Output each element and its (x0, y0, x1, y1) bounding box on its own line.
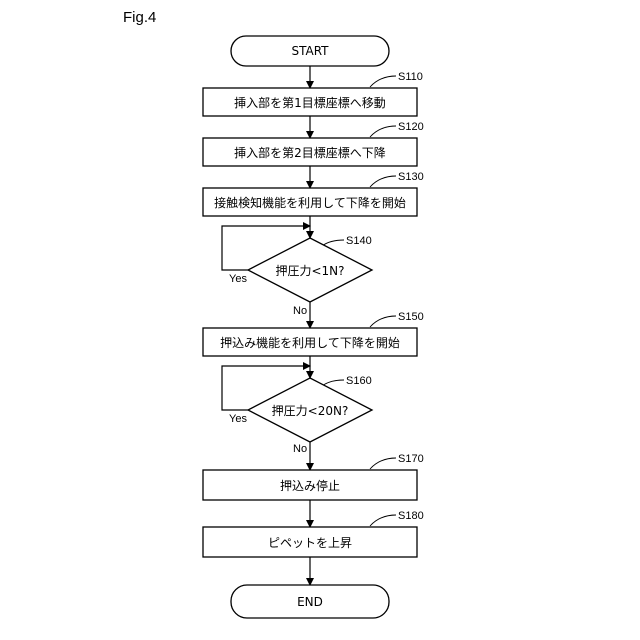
s150-text: 押込み機能を利用して下降を開始 (220, 335, 400, 350)
s170-step-label: S170 (398, 453, 424, 465)
figure-label: Fig.4 (123, 9, 156, 26)
s170-text: 押込み停止 (280, 478, 340, 493)
s150-leader (370, 316, 396, 327)
s130-text: 接触検知機能を利用して下降を開始 (214, 195, 406, 210)
s150-step-label: S150 (398, 311, 424, 323)
s160-no-label: No (293, 443, 307, 455)
s180-text: ピペットを上昇 (268, 536, 352, 550)
s110-step-label: S110 (398, 71, 423, 83)
s140-step-label: S140 (346, 235, 372, 247)
s140-text: 押圧力<1N? (275, 264, 344, 278)
s140-leader (322, 240, 344, 246)
s140-no-label: No (293, 305, 307, 317)
s160-yes-label: Yes (229, 413, 247, 425)
s160-step-label: S160 (346, 375, 372, 387)
s160-text: 押圧力<20N? (272, 404, 349, 418)
s110-text: 挿入部を第1目標座標へ移動 (234, 95, 386, 110)
s130-leader (370, 176, 396, 187)
s110-leader (370, 76, 396, 87)
s120-step-label: S120 (398, 121, 424, 133)
s140-yes-label: Yes (229, 273, 247, 285)
end-label: END (297, 595, 323, 609)
s160-leader (322, 380, 344, 386)
s120-leader (370, 126, 396, 137)
s180-leader (370, 515, 396, 526)
s170-leader (370, 458, 396, 469)
start-label: START (291, 44, 329, 58)
s130-step-label: S130 (398, 171, 424, 183)
s180-step-label: S180 (398, 510, 424, 522)
s120-text: 挿入部を第2目標座標へ下降 (234, 145, 386, 160)
